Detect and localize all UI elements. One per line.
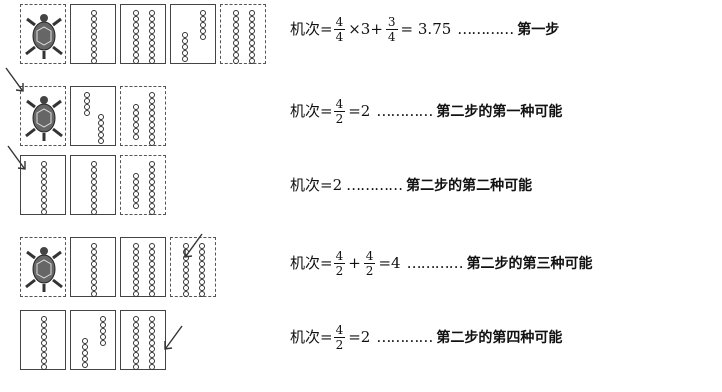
domino-tile-icon xyxy=(133,161,155,215)
numerator: 4 xyxy=(333,323,346,338)
tile-row xyxy=(20,86,166,146)
formula-line: 机次=2…………第二步的第二种可能 xyxy=(290,178,532,193)
step-label: 第二步的第三种可能 xyxy=(466,255,593,272)
numerator: 4 xyxy=(333,249,346,264)
domino-tile xyxy=(70,310,116,370)
arrow-icon xyxy=(7,145,26,170)
domino-tile-icon xyxy=(133,243,155,297)
formula-prefix: 机次= xyxy=(290,254,333,272)
domino-tile xyxy=(220,4,266,64)
domino-tile xyxy=(170,4,216,64)
arrow-icon xyxy=(184,233,203,258)
operator: =4 xyxy=(378,254,401,272)
domino-tile-icon xyxy=(133,316,155,370)
step-label: 第一步 xyxy=(517,21,560,38)
domino-tile-icon xyxy=(91,161,97,215)
tile-row xyxy=(20,237,216,297)
domino-tile xyxy=(120,86,166,146)
formula-prefix: 机次= xyxy=(290,328,333,346)
arrow-icon xyxy=(5,67,24,92)
domino-tile-icon xyxy=(233,10,255,64)
denominator: 2 xyxy=(335,112,344,126)
numerator: 4 xyxy=(363,249,376,264)
step-label: 第二步的第二种可能 xyxy=(406,177,533,194)
leader-dots: ………… xyxy=(376,328,433,346)
denominator: 2 xyxy=(335,264,344,278)
turtle-tile xyxy=(20,4,66,64)
denominator: 2 xyxy=(365,264,374,278)
leader-dots: ………… xyxy=(376,102,433,120)
domino-tile xyxy=(120,237,166,297)
domino-tile-icon xyxy=(41,316,47,370)
tile-row xyxy=(20,310,166,370)
step-label: 第二步的第四种可能 xyxy=(436,329,563,346)
numerator: 4 xyxy=(333,15,346,30)
formula-prefix: 机次= xyxy=(290,20,333,38)
denominator: 4 xyxy=(387,30,396,44)
leader-dots: ………… xyxy=(457,20,514,38)
turtle-icon xyxy=(25,247,63,292)
operator: =2 xyxy=(348,328,371,346)
domino-tile xyxy=(70,86,116,146)
domino-tile-icon xyxy=(182,10,206,62)
domino-tile-icon xyxy=(133,92,155,146)
operator: =2 xyxy=(348,102,371,120)
tile-row xyxy=(20,4,266,64)
domino-tile xyxy=(120,155,166,215)
formula-prefix: 机次= xyxy=(290,102,333,120)
domino-tile-icon xyxy=(91,10,97,64)
domino-tile xyxy=(70,4,116,64)
turtle-tile xyxy=(20,86,66,146)
leader-dots: ………… xyxy=(346,176,403,194)
leader-dots: ………… xyxy=(406,254,464,272)
domino-tile-icon xyxy=(91,243,97,297)
operator: ×3+ xyxy=(348,20,383,38)
domino-tile-icon xyxy=(183,243,205,297)
formula-prefix: 机次=2 xyxy=(290,176,343,194)
turtle-tile xyxy=(20,237,66,297)
domino-tile-icon xyxy=(84,92,104,144)
operator: = 3.75 xyxy=(400,20,452,38)
step-label: 第二步的第一种可能 xyxy=(436,103,563,120)
domino-tile xyxy=(70,237,116,297)
domino-tile-icon xyxy=(82,316,106,368)
turtle-icon xyxy=(25,96,63,141)
denominator: 4 xyxy=(335,30,344,44)
domino-tile xyxy=(70,155,116,215)
tile-row xyxy=(20,155,166,215)
domino-tile xyxy=(120,310,166,370)
domino-tile xyxy=(20,310,66,370)
numerator: 3 xyxy=(385,15,398,30)
domino-tile-icon xyxy=(133,10,155,64)
denominator: 2 xyxy=(335,338,344,352)
operator: + xyxy=(348,254,361,272)
numerator: 4 xyxy=(333,97,346,112)
domino-tile-icon xyxy=(41,161,47,215)
domino-tile xyxy=(20,155,66,215)
turtle-icon xyxy=(25,14,63,59)
arrow-icon xyxy=(164,325,183,350)
domino-tile xyxy=(120,4,166,64)
